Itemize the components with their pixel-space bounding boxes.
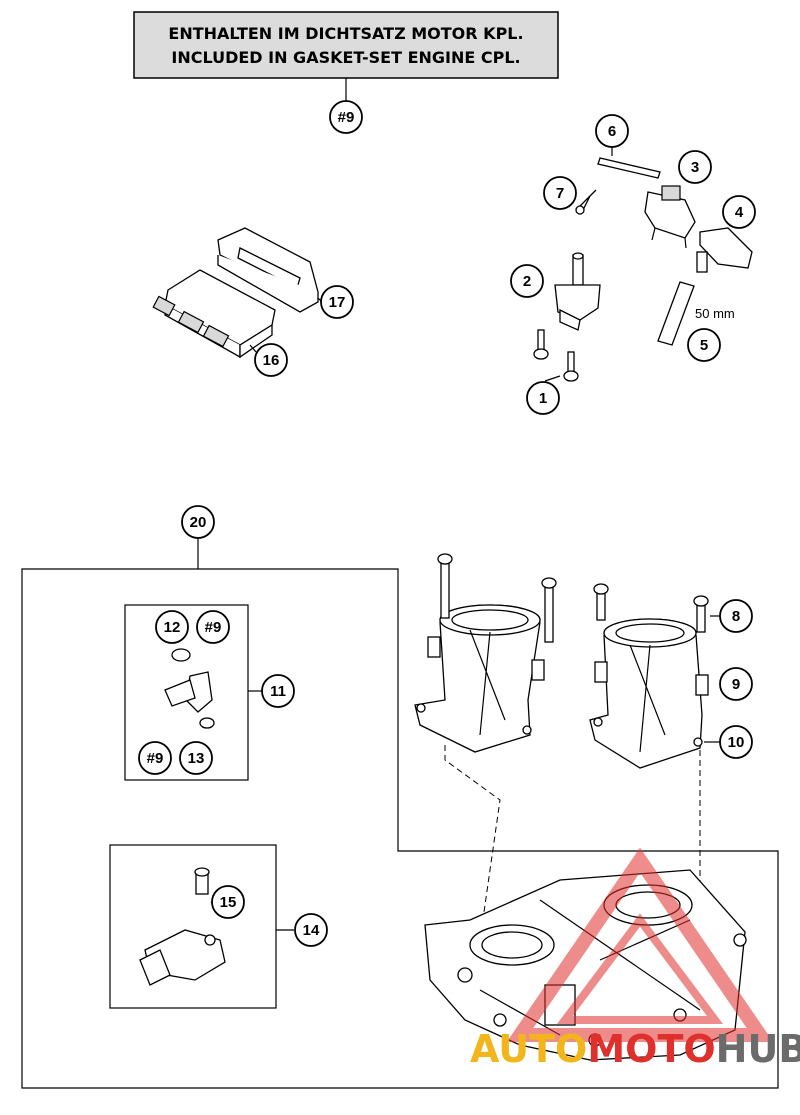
svg-text:5: 5 — [700, 337, 708, 354]
svg-text:11: 11 — [270, 683, 286, 700]
idle-actuator-box — [109, 844, 277, 1009]
map-sensor-part-4 — [696, 227, 753, 273]
callout-2[interactable]: 2 — [510, 264, 544, 298]
bolts-part-8 — [437, 553, 709, 643]
watermark-text: AUTOMOTOHUB — [470, 1027, 800, 1071]
callout-1[interactable]: 1 — [526, 381, 560, 415]
callout-15[interactable]: 15 — [211, 885, 245, 919]
svg-text:20: 20 — [190, 514, 207, 531]
gasket-part-6 — [597, 157, 661, 179]
callout-11[interactable]: 11 — [261, 674, 295, 708]
spacers-part-9 — [427, 636, 709, 696]
watermark-auto: AUTO — [470, 1027, 587, 1071]
hose-length-label: 50 mm — [695, 306, 735, 321]
svg-text:8: 8 — [732, 608, 740, 625]
note-line-1: ENTHALTEN IM DICHTSATZ MOTOR KPL. — [168, 24, 523, 43]
svg-text:1: 1 — [539, 390, 547, 407]
actuator-part-14 — [139, 867, 226, 986]
intake-trumpet-right — [589, 618, 703, 769]
svg-text:14: 14 — [303, 922, 320, 939]
throttle-body — [424, 869, 747, 1061]
svg-text:16: 16 — [263, 352, 280, 369]
callout-7[interactable]: 7 — [543, 176, 577, 210]
svg-text:#9: #9 — [205, 619, 222, 636]
hose-part-5 — [657, 281, 695, 346]
callout-14[interactable]: 14 — [294, 913, 328, 947]
ecu-bracket-part-17 — [217, 227, 319, 313]
svg-text:#9: #9 — [338, 109, 355, 126]
callout-4[interactable]: 4 — [722, 195, 756, 229]
svg-text:17: 17 — [329, 294, 346, 311]
watermark-moto: MOTO — [587, 1027, 715, 1071]
throttle-sensor-part-2 — [554, 252, 601, 331]
gasket-note-box: ENTHALTEN IM DICHTSATZ MOTOR KPL. INCLUD… — [133, 11, 559, 79]
callout-20[interactable]: 20 — [181, 505, 215, 539]
callout-5[interactable]: 5 — [687, 328, 721, 362]
svg-text:15: 15 — [220, 894, 237, 911]
callout-9[interactable]: 9 — [719, 667, 753, 701]
svg-text:2: 2 — [523, 273, 531, 290]
note-line-2: INCLUDED IN GASKET-SET ENGINE CPL. — [171, 48, 520, 67]
watermark-hub: HUB — [716, 1027, 800, 1071]
callout-10[interactable]: 10 — [719, 725, 753, 759]
svg-text:6: 6 — [608, 123, 616, 140]
screw-part-7 — [575, 189, 597, 215]
assembly-guide-left — [444, 745, 501, 941]
svg-text:13: 13 — [188, 750, 205, 767]
callout-note-ref[interactable]: #9 — [329, 100, 363, 134]
svg-text:3: 3 — [691, 159, 699, 176]
svg-text:12: 12 — [164, 619, 181, 636]
callout-12[interactable]: 12 — [155, 610, 189, 644]
svg-text:10: 10 — [728, 734, 745, 751]
callout-3[interactable]: 3 — [678, 150, 712, 184]
callout-16[interactable]: 16 — [254, 343, 288, 377]
svg-text:9: 9 — [732, 676, 740, 693]
throttle-body-assembly-outline — [21, 568, 779, 1089]
svg-text:7: 7 — [556, 185, 564, 202]
callout-13[interactable]: 13 — [179, 741, 213, 775]
injector-kit-box — [124, 604, 249, 781]
callout-13-ref[interactable]: #9 — [138, 741, 172, 775]
sensor-part-3 — [644, 185, 696, 249]
intake-trumpet-left — [414, 604, 541, 753]
ecu-part-16 — [152, 269, 276, 359]
watermark-logo — [506, 847, 774, 1042]
callout-6[interactable]: 6 — [595, 114, 629, 148]
screws-part-1 — [533, 329, 579, 382]
callout-12-ref[interactable]: #9 — [196, 610, 230, 644]
svg-text:4: 4 — [735, 204, 744, 221]
svg-text:#9: #9 — [147, 750, 164, 767]
svg-text:AUTOMOTOHUB: AUTOMOTOHUB — [470, 1027, 800, 1071]
callout-17[interactable]: 17 — [320, 285, 354, 319]
callout-8[interactable]: 8 — [719, 599, 753, 633]
injector-part-11 — [164, 648, 215, 729]
